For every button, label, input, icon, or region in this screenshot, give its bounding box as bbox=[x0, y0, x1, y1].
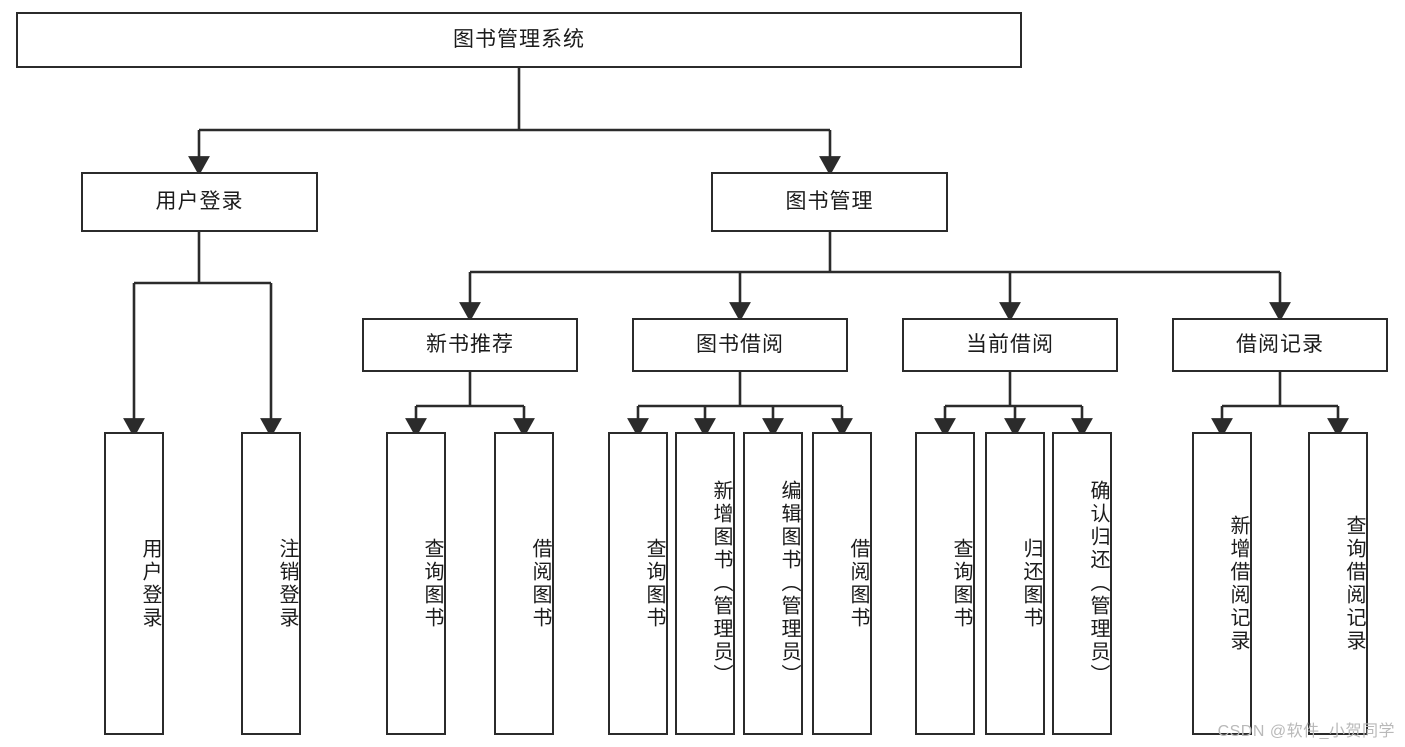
node-label: 借阅记录 bbox=[1236, 333, 1324, 357]
node-book-management[interactable]: 图书管理 bbox=[711, 172, 948, 232]
leaf-borrow-record-query-record[interactable]: 查询借阅记录 bbox=[1308, 432, 1368, 735]
node-label: 归还图书 bbox=[1020, 537, 1042, 630]
node-label: 查询图书 bbox=[421, 537, 443, 630]
node-new-book-recommend[interactable]: 新书推荐 bbox=[362, 318, 578, 372]
node-book-borrow[interactable]: 图书借阅 bbox=[632, 318, 848, 372]
leaf-new-book-query-book[interactable]: 查询图书 bbox=[386, 432, 446, 735]
node-label: 查询借阅记录 bbox=[1343, 514, 1365, 653]
node-current-borrow[interactable]: 当前借阅 bbox=[902, 318, 1118, 372]
node-label: 图书管理系统 bbox=[453, 28, 585, 52]
leaf-borrow-record-add-record[interactable]: 新增借阅记录 bbox=[1192, 432, 1252, 735]
leaf-user-login-login[interactable]: 用户登录 bbox=[104, 432, 164, 735]
node-label: 新增图书（管理员） bbox=[710, 480, 732, 687]
node-label: 查询图书 bbox=[643, 537, 665, 630]
leaf-book-borrow-query-book[interactable]: 查询图书 bbox=[608, 432, 668, 735]
csdn-watermark: CSDN @软件_小贺同学 bbox=[1217, 723, 1395, 740]
leaf-current-borrow-query-book[interactable]: 查询图书 bbox=[915, 432, 975, 735]
leaf-current-borrow-return-book[interactable]: 归还图书 bbox=[985, 432, 1045, 735]
leaf-current-borrow-confirm-return-admin[interactable]: 确认归还（管理员） bbox=[1052, 432, 1112, 735]
leaf-book-borrow-add-book-admin[interactable]: 新增图书（管理员） bbox=[675, 432, 735, 735]
node-label: 查询图书 bbox=[950, 537, 972, 630]
node-label: 借阅图书 bbox=[847, 537, 869, 630]
node-label: 图书管理 bbox=[785, 190, 874, 214]
node-label: 编辑图书（管理员） bbox=[778, 480, 800, 687]
node-label: 用户登录 bbox=[139, 537, 161, 630]
node-label: 当前借阅 bbox=[966, 333, 1054, 357]
node-label: 新书推荐 bbox=[426, 333, 514, 357]
node-user-login[interactable]: 用户登录 bbox=[81, 172, 318, 232]
node-label: 确认归还（管理员） bbox=[1087, 480, 1109, 687]
node-label: 借阅图书 bbox=[529, 537, 551, 630]
leaf-new-book-borrow-book[interactable]: 借阅图书 bbox=[494, 432, 554, 735]
node-label: 注销登录 bbox=[276, 537, 298, 630]
node-label: 用户登录 bbox=[155, 190, 244, 214]
node-label: 图书借阅 bbox=[696, 333, 784, 357]
leaf-user-login-logout[interactable]: 注销登录 bbox=[241, 432, 301, 735]
leaf-book-borrow-edit-book-admin[interactable]: 编辑图书（管理员） bbox=[743, 432, 803, 735]
node-borrow-record[interactable]: 借阅记录 bbox=[1172, 318, 1388, 372]
node-root-book-management-system[interactable]: 图书管理系统 bbox=[16, 12, 1022, 68]
leaf-book-borrow-borrow-book[interactable]: 借阅图书 bbox=[812, 432, 872, 735]
node-label: 新增借阅记录 bbox=[1227, 514, 1249, 653]
